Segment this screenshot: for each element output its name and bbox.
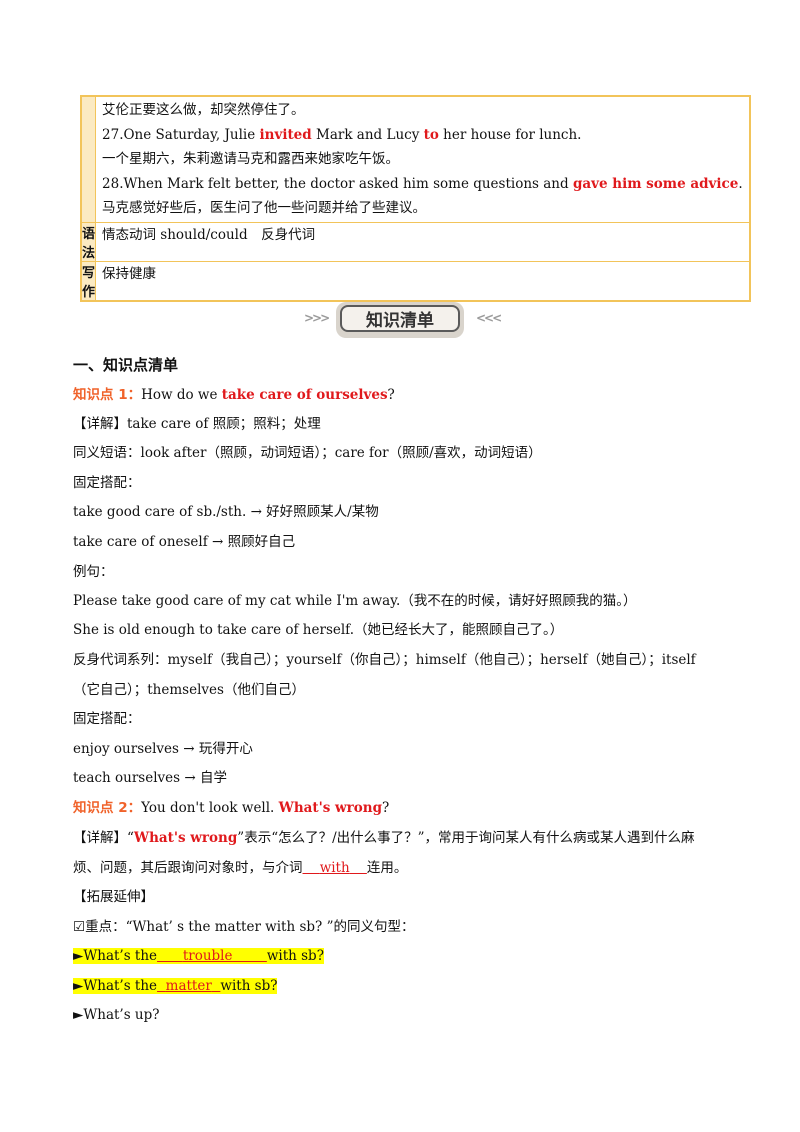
kp1-collocation: enjoy ourselves → 玩得开心 [73, 741, 253, 757]
kp2-option: ►What’s the trouble with sb? [73, 948, 324, 964]
kp1-example-label: 例句： [73, 564, 114, 580]
kp2-detail: 【详解】“What's wrong”表示“怎么了？/出什么事了？”，常用于询问某… [73, 830, 695, 846]
chevron-left-icon: <<< [476, 311, 502, 325]
kp1-reflexive: （它自己）；themselves（他们自己） [73, 682, 305, 698]
summary-table: 艾伦正要这么做，却突然停住了。 27.One Saturday, Julie i… [80, 95, 751, 302]
row-content: 艾伦正要这么做，却突然停住了。 27.One Saturday, Julie i… [95, 95, 751, 223]
kp1-reflexive: 反身代词系列：myself（我自己）；yourself（你自己）；himself… [73, 652, 696, 668]
kp2-option: ►What’s up? [73, 1007, 160, 1023]
kp2-detail: 烦、问题，其后跟询问对象时，与介词 with 连用。 [73, 860, 408, 876]
row-label [80, 95, 96, 223]
row-content-grammar: 情态动词 should/could 反身代词 [95, 221, 751, 262]
kp2-key-point: ☑重点：“What’ s the matter with sb? ”的同义句型： [73, 919, 415, 935]
table-line: 马克感觉好些后，医生问了他一些问题并给了些建议。 [102, 200, 427, 216]
kp2-extend: 【拓展延伸】 [73, 889, 154, 905]
blank-answer: trouble [182, 948, 233, 964]
banner-title: 知识清单 [340, 305, 460, 332]
blank-answer: with [319, 860, 350, 876]
table-row: 写作 保持健康 [80, 260, 751, 301]
table-row: 艾伦正要这么做，却突然停住了。 27.One Saturday, Julie i… [80, 95, 751, 223]
kp1-example: She is old enough to take care of hersel… [73, 622, 564, 638]
blank-answer: matter [165, 978, 212, 994]
kp2-option: ►What’s the matter with sb? [73, 978, 278, 994]
row-content-writing: 保持健康 [95, 260, 751, 301]
banner-pill: 知识清单 [336, 302, 464, 338]
table-line: 艾伦正要这么做，却突然停住了。 [102, 102, 305, 118]
kp2-heading: 知识点 2：You don't look well. What's wrong? [73, 800, 390, 816]
kp1-synonym: 同义短语：look after（照顾，动词短语）；care for（照顾/喜欢，… [73, 445, 542, 461]
row-label-writing: 写作 [80, 260, 96, 301]
kp1-detail: 【详解】take care of 照顾；照料；处理 [73, 416, 321, 432]
kp1-collocation: take good care of sb./sth. → 好好照顾某人/某物 [73, 504, 379, 520]
section-banner: >>> 知识清单 <<< [300, 300, 502, 344]
kp1-collocation: teach ourselves → 自学 [73, 770, 227, 786]
kp1-fixed-label: 固定搭配： [73, 711, 141, 727]
kp1-collocation: take care of oneself → 照顾好自己 [73, 534, 296, 550]
kp1-example: Please take good care of my cat while I'… [73, 593, 637, 609]
table-row: 语法 情态动词 should/could 反身代词 [80, 221, 751, 262]
chevron-right-icon: >>> [304, 311, 330, 325]
table-line: 28.When Mark felt better, the doctor ask… [102, 175, 743, 192]
kp1-heading: 知识点 1：How do we take care of ourselves? [73, 387, 395, 403]
table-line: 27.One Saturday, Julie invited Mark and … [102, 126, 582, 143]
table-line: 一个星期六，朱莉邀请马克和露西来她家吃午饭。 [102, 151, 400, 167]
section-title: 一、知识点清单 [73, 356, 179, 374]
row-label-grammar: 语法 [80, 221, 96, 262]
kp1-fixed-label: 固定搭配： [73, 475, 141, 491]
